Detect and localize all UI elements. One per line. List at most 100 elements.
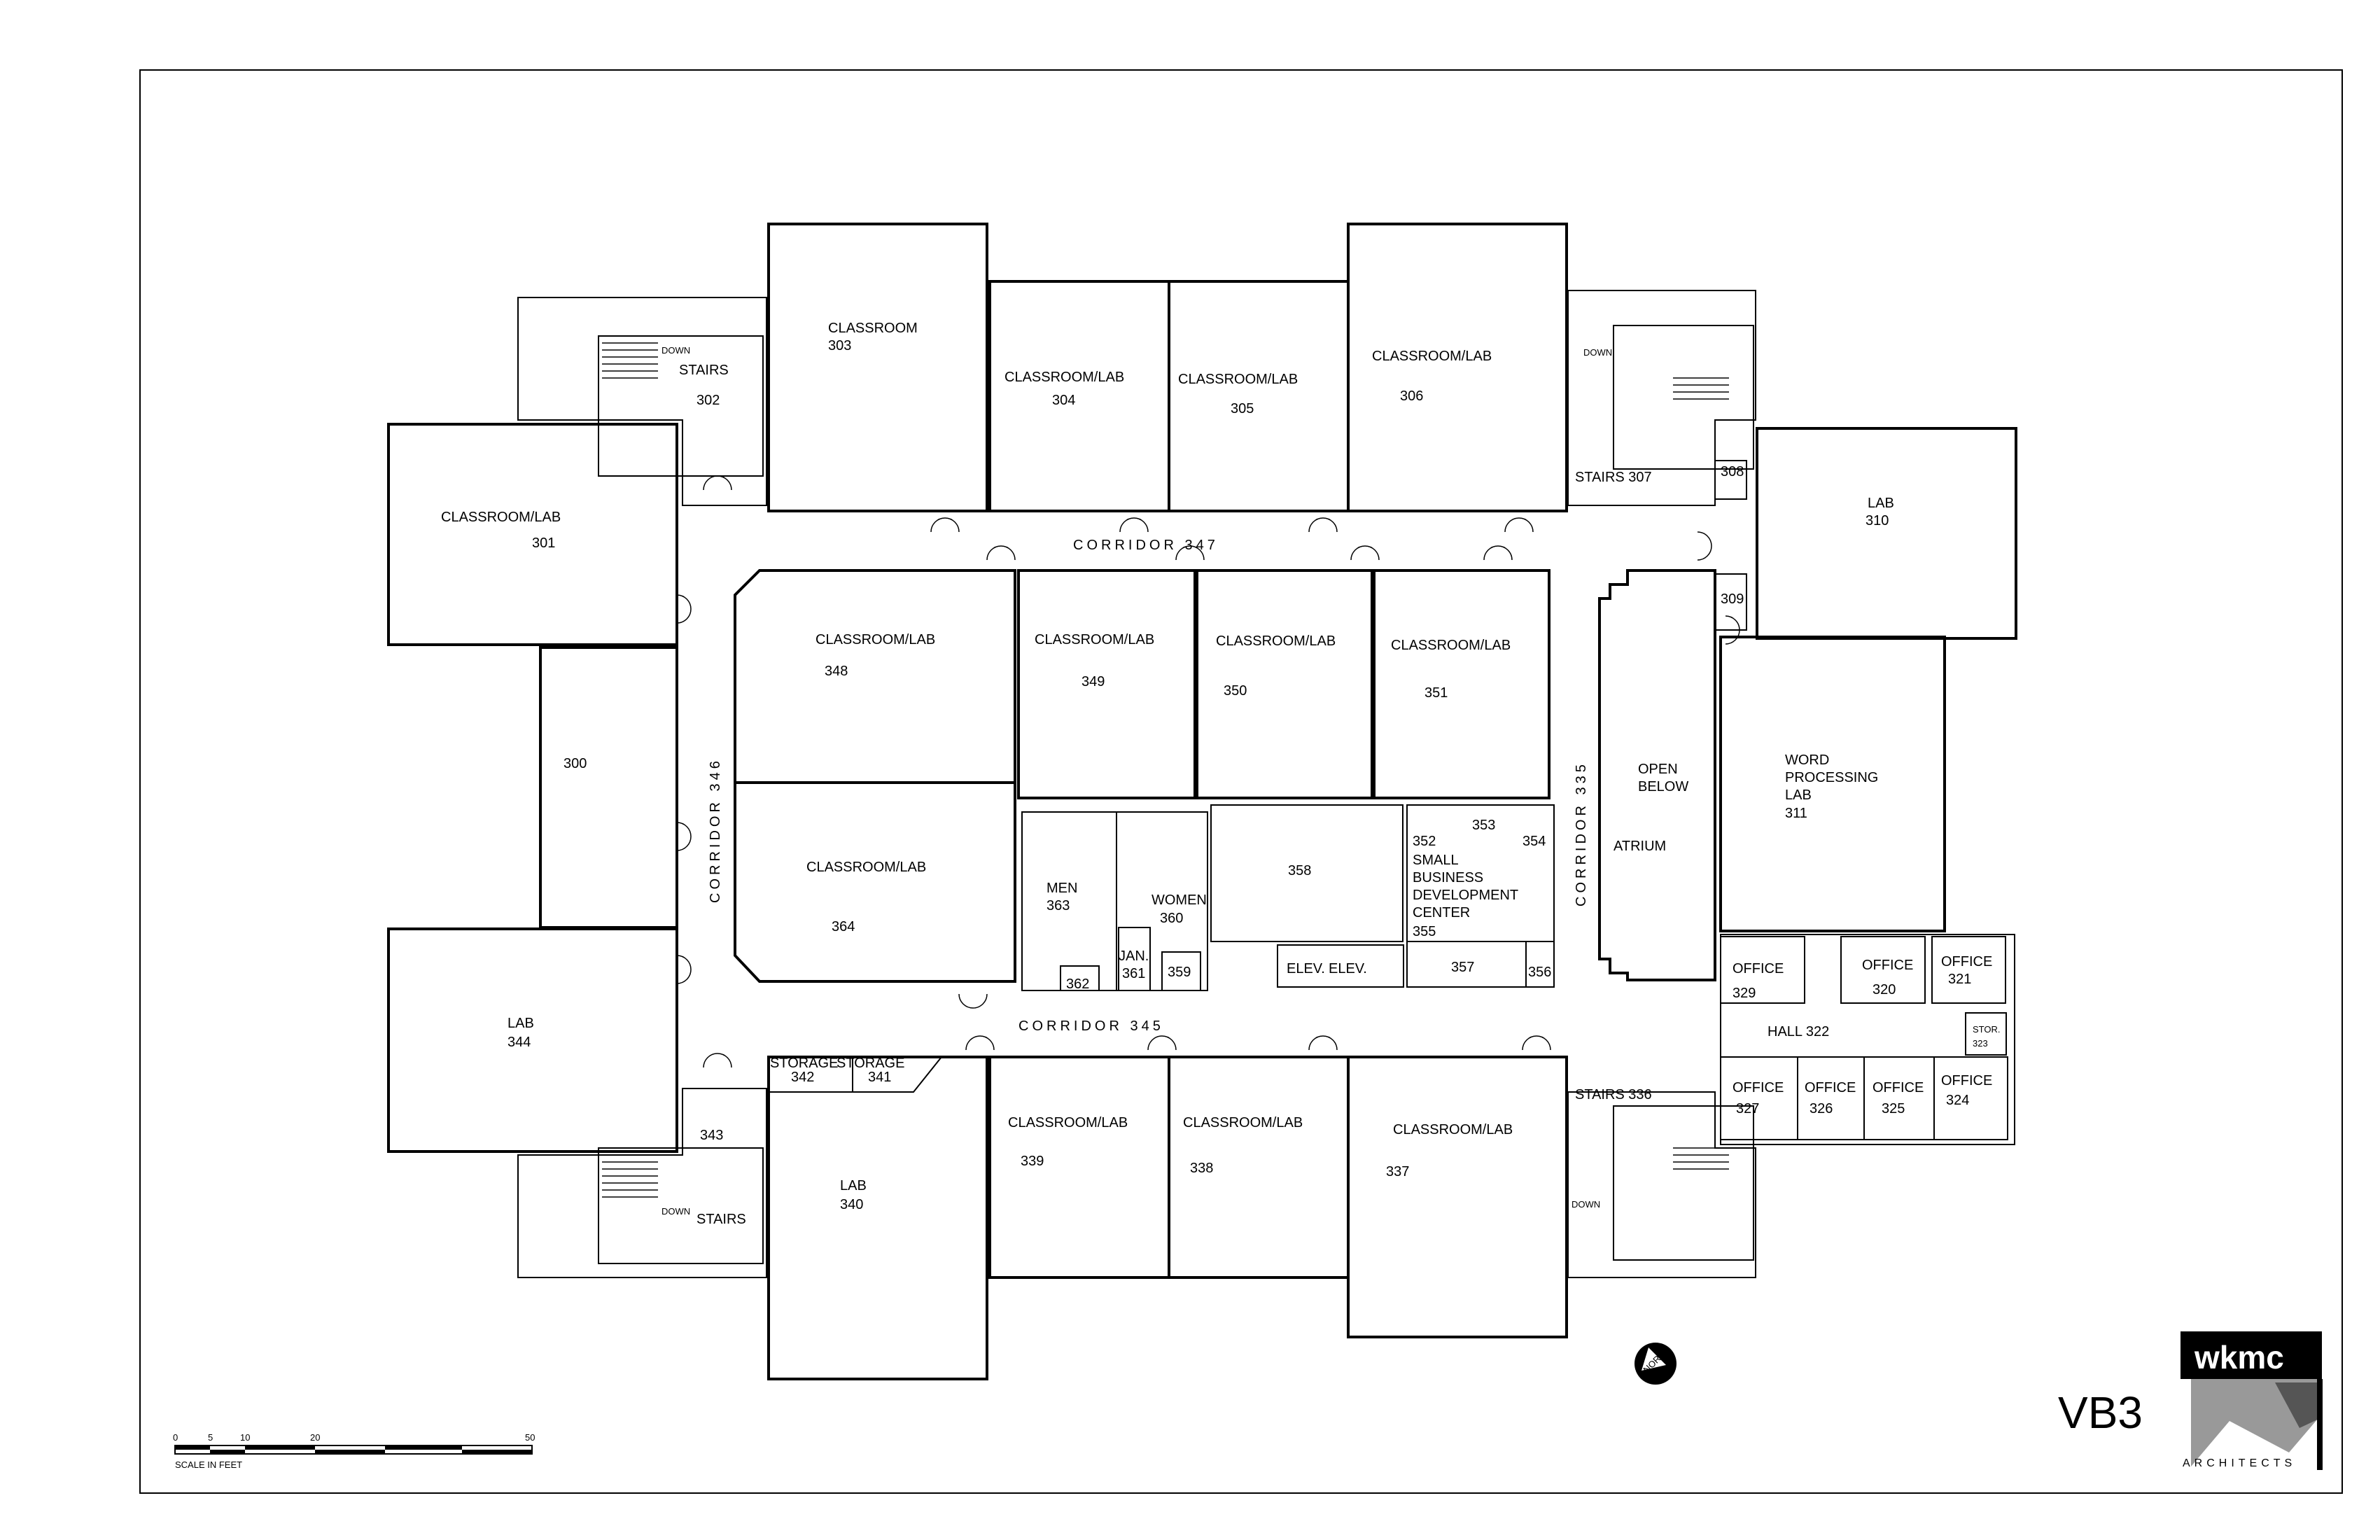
corridor-335: CORRIDOR 335 [1574,761,1589,906]
room-329-name: OFFICE [1732,961,1784,976]
room-364-number: 364 [832,919,855,934]
room-341-name: STORAGE [836,1056,904,1071]
room-348-name: CLASSROOM/LAB [816,632,935,648]
room-344-name: LAB [507,1016,534,1031]
room-355-line4: CENTER [1413,905,1470,920]
room-355-number: 355 [1413,924,1436,939]
room-343-stairs: STAIRS [696,1212,746,1227]
room-321-number: 321 [1948,972,1971,987]
room-363-name: MEN [1046,881,1077,896]
atrium-name: ATRIUM [1614,839,1666,854]
stair-treads [602,342,1729,1198]
room-323-name: STOR. [1973,1024,2001,1035]
room-326-name: OFFICE [1805,1080,1856,1096]
room-300-number: 300 [564,756,587,771]
room-327-name: OFFICE [1732,1080,1784,1096]
corridor-347: CORRIDOR 347 [1073,538,1219,553]
room-327-number: 327 [1736,1101,1759,1116]
room-360-name: WOMEN [1152,892,1207,908]
room-351-name: CLASSROOM/LAB [1391,638,1511,653]
scale-caption: SCALE IN FEET [175,1460,242,1470]
room-320-number: 320 [1872,982,1896,997]
room-354-number: 354 [1522,834,1546,849]
stair-down-307: DOWN [1583,347,1612,358]
room-342-number: 342 [791,1070,814,1085]
room-302-number: 302 [696,393,720,408]
door-swings [676,475,1740,1068]
room-357-number: 357 [1451,960,1474,975]
room-361-number: 361 [1122,966,1145,981]
room-364-name: CLASSROOM/LAB [806,860,926,875]
room-310-name: LAB [1868,496,1894,511]
room-311-line2: PROCESSING [1785,770,1878,785]
room-310-number: 310 [1865,513,1889,528]
room-350-number: 350 [1224,683,1247,699]
room-321-name: OFFICE [1941,954,1992,969]
room-305-name: CLASSROOM/LAB [1178,372,1298,387]
corridor-345: CORRIDOR 345 [1018,1018,1164,1034]
room-356-number: 356 [1528,965,1551,980]
scale-tick-0: 0 [173,1432,178,1443]
room-355-line3: DEVELOPMENT [1413,888,1518,903]
atrium-open: OPEN [1638,762,1678,777]
room-338-name: CLASSROOM/LAB [1183,1115,1303,1130]
room-325-number: 325 [1882,1101,1905,1116]
stair-down-343: DOWN [662,1206,690,1217]
room-359-number: 359 [1168,965,1191,980]
stair-down-336: DOWN [1572,1199,1600,1210]
room-303-name: CLASSROOM [828,321,918,336]
room-320-name: OFFICE [1862,958,1913,973]
room-306-number: 306 [1400,388,1423,404]
room-303-number: 303 [828,338,851,354]
room-344-number: 344 [507,1035,531,1050]
scale-tick-10: 10 [240,1432,250,1443]
logo-subtitle: ARCHITECTS [2183,1457,2296,1469]
room-340-number: 340 [840,1197,863,1212]
wkmc-logo: wkmc ARCHITECTS [2180,1331,2323,1470]
room-350-name: CLASSROOM/LAB [1216,634,1336,649]
room-343-number: 343 [700,1128,723,1143]
room-340-name: LAB [840,1178,867,1194]
room-305-number: 305 [1231,401,1254,416]
room-355-line2: BUSINESS [1413,870,1483,886]
scale-tick-5: 5 [208,1432,213,1443]
room-304-name: CLASSROOM/LAB [1004,370,1124,385]
room-342-name: STORAGE [770,1056,838,1071]
room-353-number: 353 [1472,818,1495,833]
room-326-number: 326 [1809,1101,1833,1116]
room-301-name: CLASSROOM/LAB [441,510,561,525]
stair-down-302: DOWN [662,345,690,356]
room-309-number: 309 [1721,592,1744,607]
room-361-name: JAN. [1119,948,1149,964]
room-308-number: 308 [1721,464,1744,479]
room-311-line1: WORD [1785,752,1829,768]
room-339-number: 339 [1021,1154,1044,1169]
room-325-name: OFFICE [1872,1080,1924,1096]
room-337-name: CLASSROOM/LAB [1393,1122,1513,1138]
room-338-number: 338 [1190,1161,1213,1176]
room-360-number: 360 [1160,911,1183,926]
room-323-number: 323 [1973,1038,1988,1049]
hall-322: HALL 322 [1768,1024,1829,1040]
room-363-number: 363 [1046,898,1070,913]
room-337-number: 337 [1386,1164,1409,1180]
room-349-number: 349 [1082,674,1105,690]
room-348-number: 348 [825,664,848,679]
room-labels: CLASSROOM/LAB 301 300 LAB 344 STAIRS 302… [441,321,2001,1227]
building-walls [387,223,2017,1380]
room-304-number: 304 [1052,393,1075,408]
sheet-border [139,69,2343,1494]
room-329-number: 329 [1732,986,1756,1001]
elevator-2-label: ELEV. [1329,961,1367,976]
room-336-name: STAIRS 336 [1575,1087,1652,1102]
room-324-number: 324 [1946,1093,1969,1108]
scale-bar: 0 5 10 20 50 SCALE IN FEET [173,1432,535,1470]
room-351-number: 351 [1424,685,1448,701]
sheet-id: VB3 [2058,1387,2143,1438]
room-352-number: 352 [1413,834,1436,849]
room-306-name: CLASSROOM/LAB [1372,349,1492,364]
room-355-line1: SMALL [1413,853,1459,868]
room-301-number: 301 [532,536,555,551]
logo-brand: wkmc [2194,1339,2284,1376]
